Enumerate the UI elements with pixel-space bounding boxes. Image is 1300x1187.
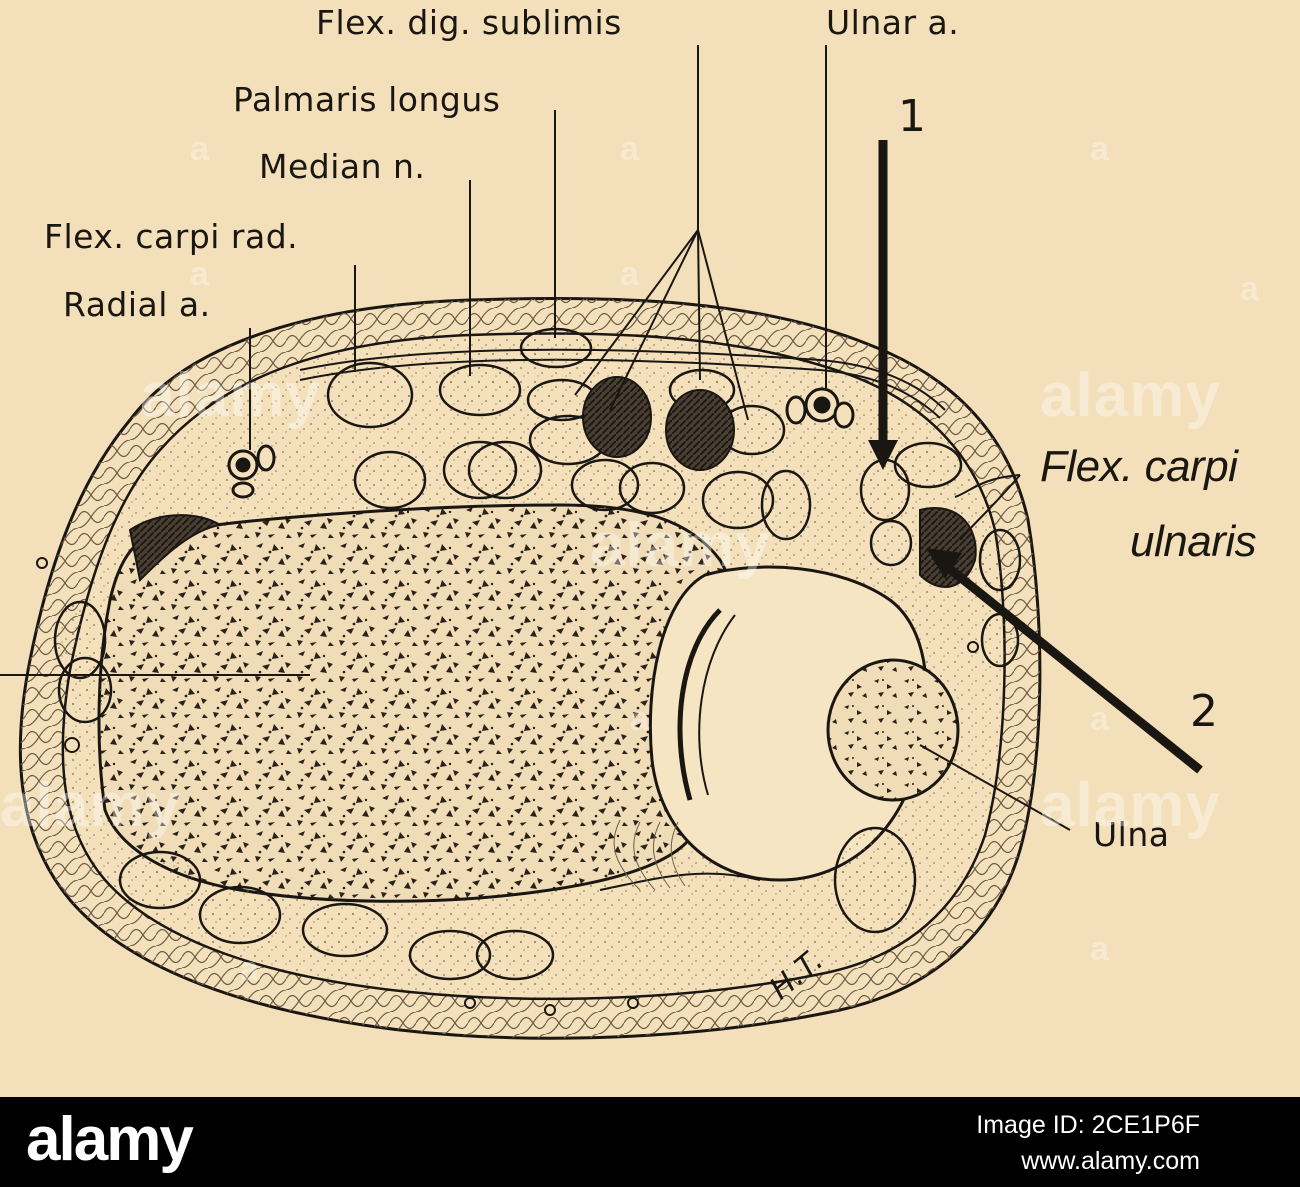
watermark: alamy: [590, 510, 771, 581]
alamy-logo: alamy: [26, 1109, 192, 1171]
label-ulnar-artery: Ulnar a.: [826, 6, 959, 39]
anatomical-figure: Flex. dig. sublimis Ulnar a. Palmaris lo…: [0, 0, 1300, 1097]
median-nerve: [440, 365, 520, 415]
label-palmaris-longus: Palmaris longus: [233, 83, 500, 116]
watermark: alamy: [0, 770, 181, 841]
ulna-bone: [828, 660, 958, 800]
label-radial-artery: Radial a.: [63, 288, 211, 321]
watermark: alamy: [1040, 360, 1221, 431]
watermark: alamy: [140, 360, 321, 431]
label-flex-carpi-ulnaris-line1: Flex. carpi: [1040, 445, 1237, 489]
label-flex-dig-sublimis: Flex. dig. sublimis: [316, 6, 622, 39]
label-flex-carpi-rad: Flex. carpi rad.: [44, 220, 298, 253]
label-arrow-1: 1: [898, 95, 926, 139]
label-median-nerve: Median n.: [259, 150, 425, 183]
label-flex-carpi-ulnaris-line2: ulnaris: [1130, 520, 1256, 564]
flex-carpi-rad-tendon: [328, 363, 412, 427]
label-arrow-2: 2: [1190, 690, 1218, 734]
footer-bar: alamy Image ID: 2CE1P6F www.alamy.com: [0, 1097, 1300, 1187]
site-url: www.alamy.com: [1021, 1149, 1200, 1174]
image-id: Image ID: 2CE1P6F: [976, 1113, 1200, 1138]
watermark: alamy: [1040, 770, 1221, 841]
